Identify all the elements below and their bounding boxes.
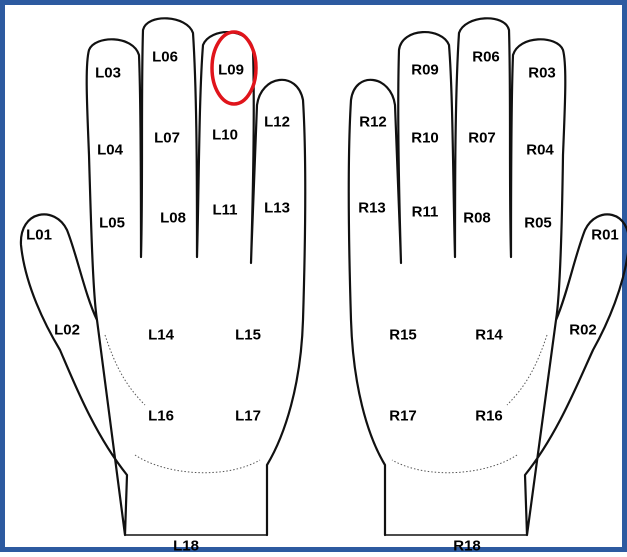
label-R03: R03 <box>528 66 556 81</box>
label-R02: R02 <box>569 323 597 338</box>
label-R18: R18 <box>453 539 481 554</box>
left-hand <box>21 18 305 535</box>
label-L06: L06 <box>152 50 178 65</box>
label-L01: L01 <box>26 228 52 243</box>
label-L16: L16 <box>148 409 174 424</box>
label-R12: R12 <box>359 115 387 130</box>
label-R09: R09 <box>411 63 439 78</box>
label-L15: L15 <box>235 328 261 343</box>
label-L02: L02 <box>54 323 80 338</box>
label-L08: L08 <box>160 211 186 226</box>
right-hand <box>349 18 627 535</box>
label-R16: R16 <box>475 409 503 424</box>
right-hand-outline <box>349 18 627 535</box>
hands-drawing <box>5 5 627 557</box>
label-R15: R15 <box>389 328 417 343</box>
label-L11: L11 <box>212 203 237 218</box>
label-R08: R08 <box>463 211 491 226</box>
label-R07: R07 <box>468 131 496 146</box>
label-R11: R11 <box>412 205 439 220</box>
label-L05: L05 <box>99 216 125 231</box>
label-L14: L14 <box>148 328 174 343</box>
label-R17: R17 <box>389 409 417 424</box>
label-R01: R01 <box>591 228 619 243</box>
label-R06: R06 <box>472 50 500 65</box>
right-thumb-crease <box>507 335 547 405</box>
left-wrist-crease <box>135 455 260 473</box>
label-R13: R13 <box>358 201 386 216</box>
label-L07: L07 <box>154 131 180 146</box>
left-thumb-crease <box>105 335 145 405</box>
label-R04: R04 <box>526 143 554 158</box>
label-R10: R10 <box>411 131 439 146</box>
label-R14: R14 <box>475 328 503 343</box>
right-wrist-crease <box>392 455 517 473</box>
label-L18: L18 <box>173 539 199 554</box>
label-L17: L17 <box>235 409 261 424</box>
label-L09: L09 <box>218 63 244 78</box>
label-R05: R05 <box>524 216 552 231</box>
left-hand-outline <box>21 18 305 535</box>
label-L03: L03 <box>95 66 121 81</box>
label-L10: L10 <box>212 128 238 143</box>
label-L04: L04 <box>97 143 123 158</box>
label-L12: L12 <box>264 115 290 130</box>
label-L13: L13 <box>264 201 290 216</box>
